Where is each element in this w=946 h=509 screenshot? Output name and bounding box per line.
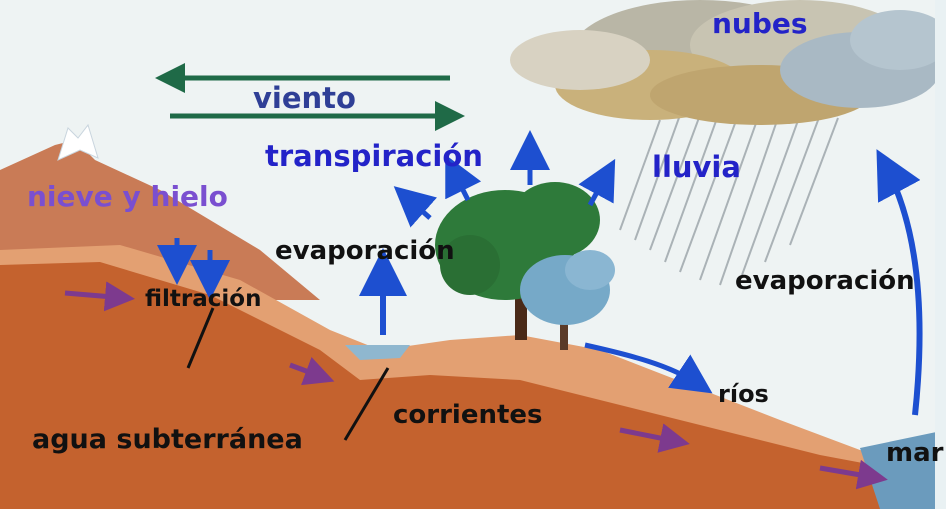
underground-arrow-1 [64,281,135,312]
snow-cap [57,123,99,161]
label-nubes: nubes [712,7,808,40]
label-evaporacion-sea: evaporación [735,266,915,296]
label-rios: ríos [718,380,769,408]
evaporation-arrow-sea [876,149,923,416]
transpiration-arrow-1 [393,186,437,228]
transpiration-arrow-4 [578,158,616,207]
label-transpiracion: transpiración [265,139,483,173]
label-nieve-y-hielo: nieve y hielo [27,180,228,213]
underground-arrow-2 [289,356,335,386]
groundwater-pointer [343,367,390,441]
tree [435,182,615,350]
pond [345,345,410,360]
label-viento: viento [253,81,356,115]
cloud [510,0,946,125]
label-corrientes: corrientes [393,400,543,430]
label-mar: mar [886,438,944,468]
underground-arrow-4 [819,459,888,490]
filtration-pointer [186,307,215,369]
underground-arrow-3 [619,423,690,453]
transpiration-arrow-2 [445,154,482,202]
river-arrow [584,342,713,394]
label-evaporacion-land: evaporación [275,236,455,266]
label-filtracion: filtración [145,286,262,312]
rain [619,109,839,286]
sea-edge [935,0,946,509]
label-agua-subterranea: agua subterránea [32,424,303,455]
label-lluvia: lluvia [652,150,741,184]
ground-dark [0,262,946,509]
